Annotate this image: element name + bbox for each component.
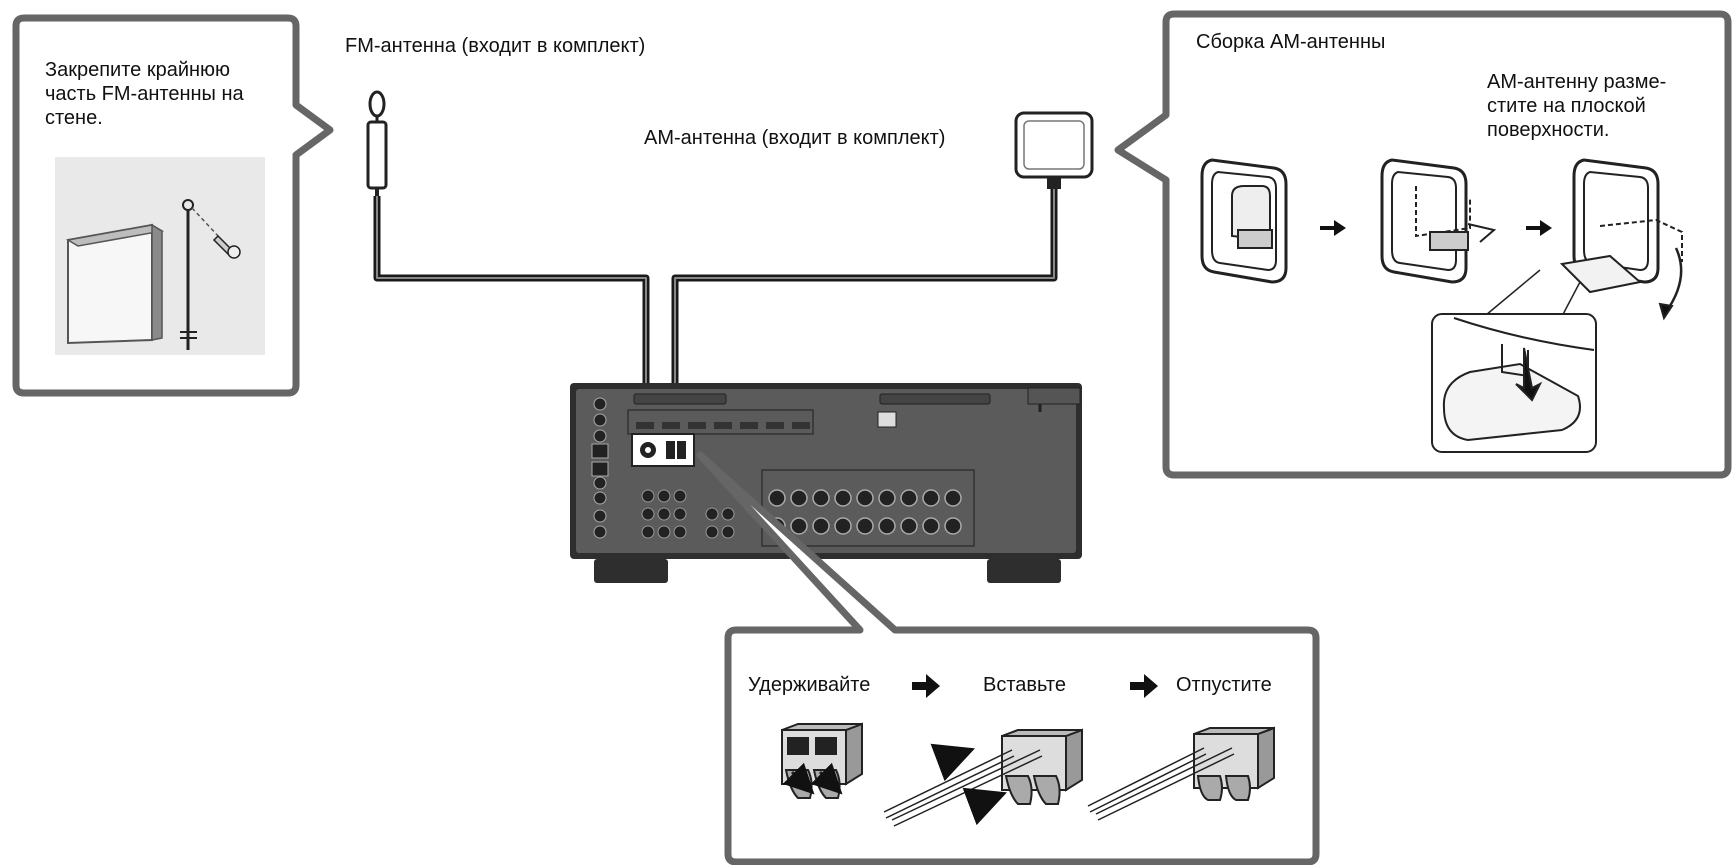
terminal-release-illustration <box>1087 726 1275 821</box>
fm-antenna-label: FM-антенна (входит в комплект) <box>345 35 646 57</box>
am-loop-step-2 <box>1380 158 1497 284</box>
fm-antenna <box>366 90 388 196</box>
receiver-rear-panel <box>570 383 1082 583</box>
am-loop-step-1 <box>1200 158 1288 284</box>
pin-icon <box>212 234 241 259</box>
am-assembly-title: Сборка AM-антенны <box>1196 31 1386 53</box>
am-loop-step-3 <box>1559 158 1683 321</box>
step-insert-label: Вставьте <box>983 674 1066 696</box>
step-hold-label: Удерживайте <box>748 674 871 696</box>
am-antenna <box>1014 111 1094 189</box>
arrow-icon <box>912 674 940 698</box>
terminal-insert-illustration <box>883 728 1083 827</box>
am-placement-tip: AM-антенну разме- стите на плоской повер… <box>1487 71 1667 141</box>
terminal-hold-illustration <box>781 722 863 799</box>
arrow-icon <box>1526 220 1552 236</box>
arrow-icon <box>1320 220 1346 236</box>
stand-detail <box>1442 317 1595 442</box>
fm-wall-mount-tip: Закрепите крайнюю часть FM-антенны на ст… <box>45 59 244 129</box>
step-release-label: Отпустите <box>1176 674 1272 696</box>
wall-mount-illustration <box>55 157 265 355</box>
am-antenna-label: AM-антенна (входит в комплект) <box>644 127 946 149</box>
arrow-icon <box>1130 674 1158 698</box>
